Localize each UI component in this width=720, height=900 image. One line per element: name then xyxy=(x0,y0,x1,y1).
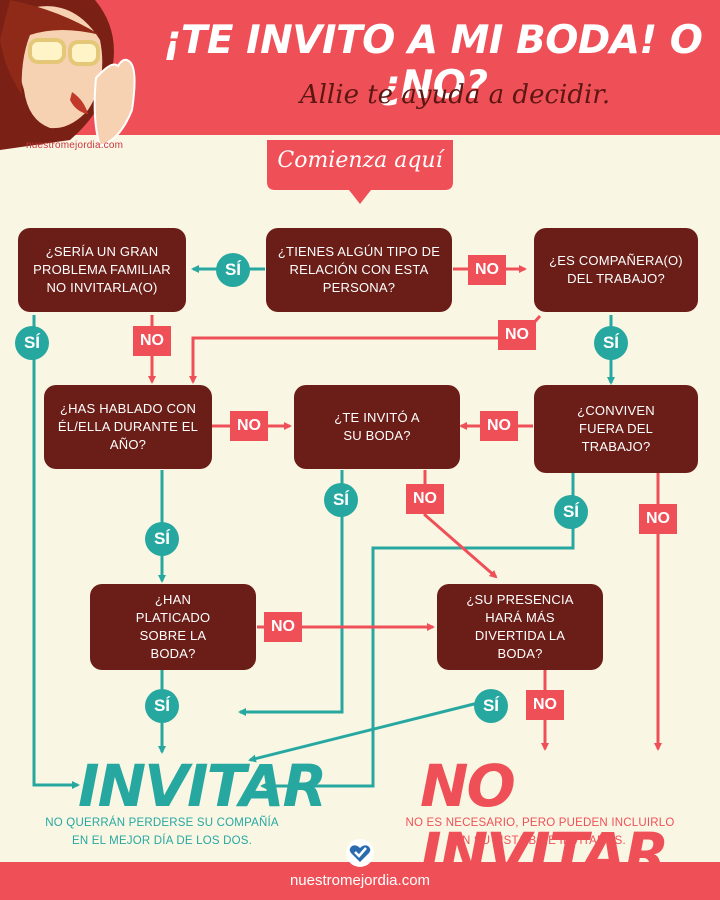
no-badge: NO xyxy=(230,411,268,441)
result-no-invite-desc-2: EN SU LISTA B DE INVITADOS. xyxy=(454,835,626,847)
no-badge: NO xyxy=(264,612,302,642)
start-bubble: Comienza aquí xyxy=(267,140,453,206)
result-no-invite-desc-1: NO ES NECESARIO, PERO PUEDEN INCLUIRLO xyxy=(405,817,675,829)
no-badge: NO xyxy=(468,255,506,285)
question-more-fun: ¿SU PRESENCIA HARÁ MÁS DIVERTIDA LA BODA… xyxy=(437,584,603,670)
yes-badge: SÍ xyxy=(145,689,179,723)
conn-invited-yes xyxy=(238,470,344,716)
no-badge: NO xyxy=(133,326,171,356)
heart-logo-icon xyxy=(346,839,374,867)
result-invite-desc-2: EN EL MEJOR DÍA DE LOS DOS. xyxy=(71,835,253,847)
start-bubble-shape xyxy=(267,140,453,204)
question-coworker: ¿ES COMPAÑERA(O) DEL TRABAJO? xyxy=(534,228,698,312)
start-label: Comienza aquí xyxy=(277,148,443,173)
yes-badge: SÍ xyxy=(15,326,49,360)
page-title: ¡TE INVITO A MI BODA! O ¿NO? xyxy=(163,18,703,108)
result-invite: INVITAR xyxy=(78,752,327,820)
question-chatted-wedding: ¿HAN PLATICADO SOBRE LA BODA? xyxy=(90,584,256,670)
yes-badge: SÍ xyxy=(216,253,250,287)
page-subtitle: Allie te ayuda a decidir. xyxy=(299,80,611,110)
no-badge: NO xyxy=(639,504,677,534)
yes-badge: SÍ xyxy=(554,495,588,529)
yes-badge: SÍ xyxy=(324,483,358,517)
yes-badge: SÍ xyxy=(145,522,179,556)
no-badge: NO xyxy=(526,690,564,720)
no-badge: NO xyxy=(498,320,536,350)
site-url-small[interactable]: nuestromejordia.com xyxy=(26,140,124,151)
question-invited-you: ¿TE INVITÓ A SU BODA? xyxy=(294,385,460,469)
no-badge: NO xyxy=(406,484,444,514)
conn-fun-yes xyxy=(248,698,491,763)
yes-badge: SÍ xyxy=(474,689,508,723)
conn-coworker-no xyxy=(189,314,542,384)
question-live-outside: ¿CONVIVEN FUERA DEL TRABAJO? xyxy=(534,385,698,473)
footer-bar xyxy=(0,862,720,900)
question-relation: ¿TIENES ALGÚN TIPO DE RELACIÓN CON ESTA … xyxy=(266,228,452,312)
yes-badge: SÍ xyxy=(594,326,628,360)
conn-family-yes xyxy=(32,315,80,789)
question-talked: ¿HAS HABLADO CON ÉL/ELLA DURANTE EL AÑO? xyxy=(44,385,212,469)
result-invite-desc-1: NO QUERRÁN PERDERSE SU COMPAÑÍA xyxy=(45,817,279,829)
question-family: ¿SERÍA UN GRAN PROBLEMA FAMILIAR NO INVI… xyxy=(18,228,186,312)
woman-illustration xyxy=(0,0,136,150)
no-badge: NO xyxy=(480,411,518,441)
footer-url[interactable]: nuestromejordia.com xyxy=(289,872,431,889)
